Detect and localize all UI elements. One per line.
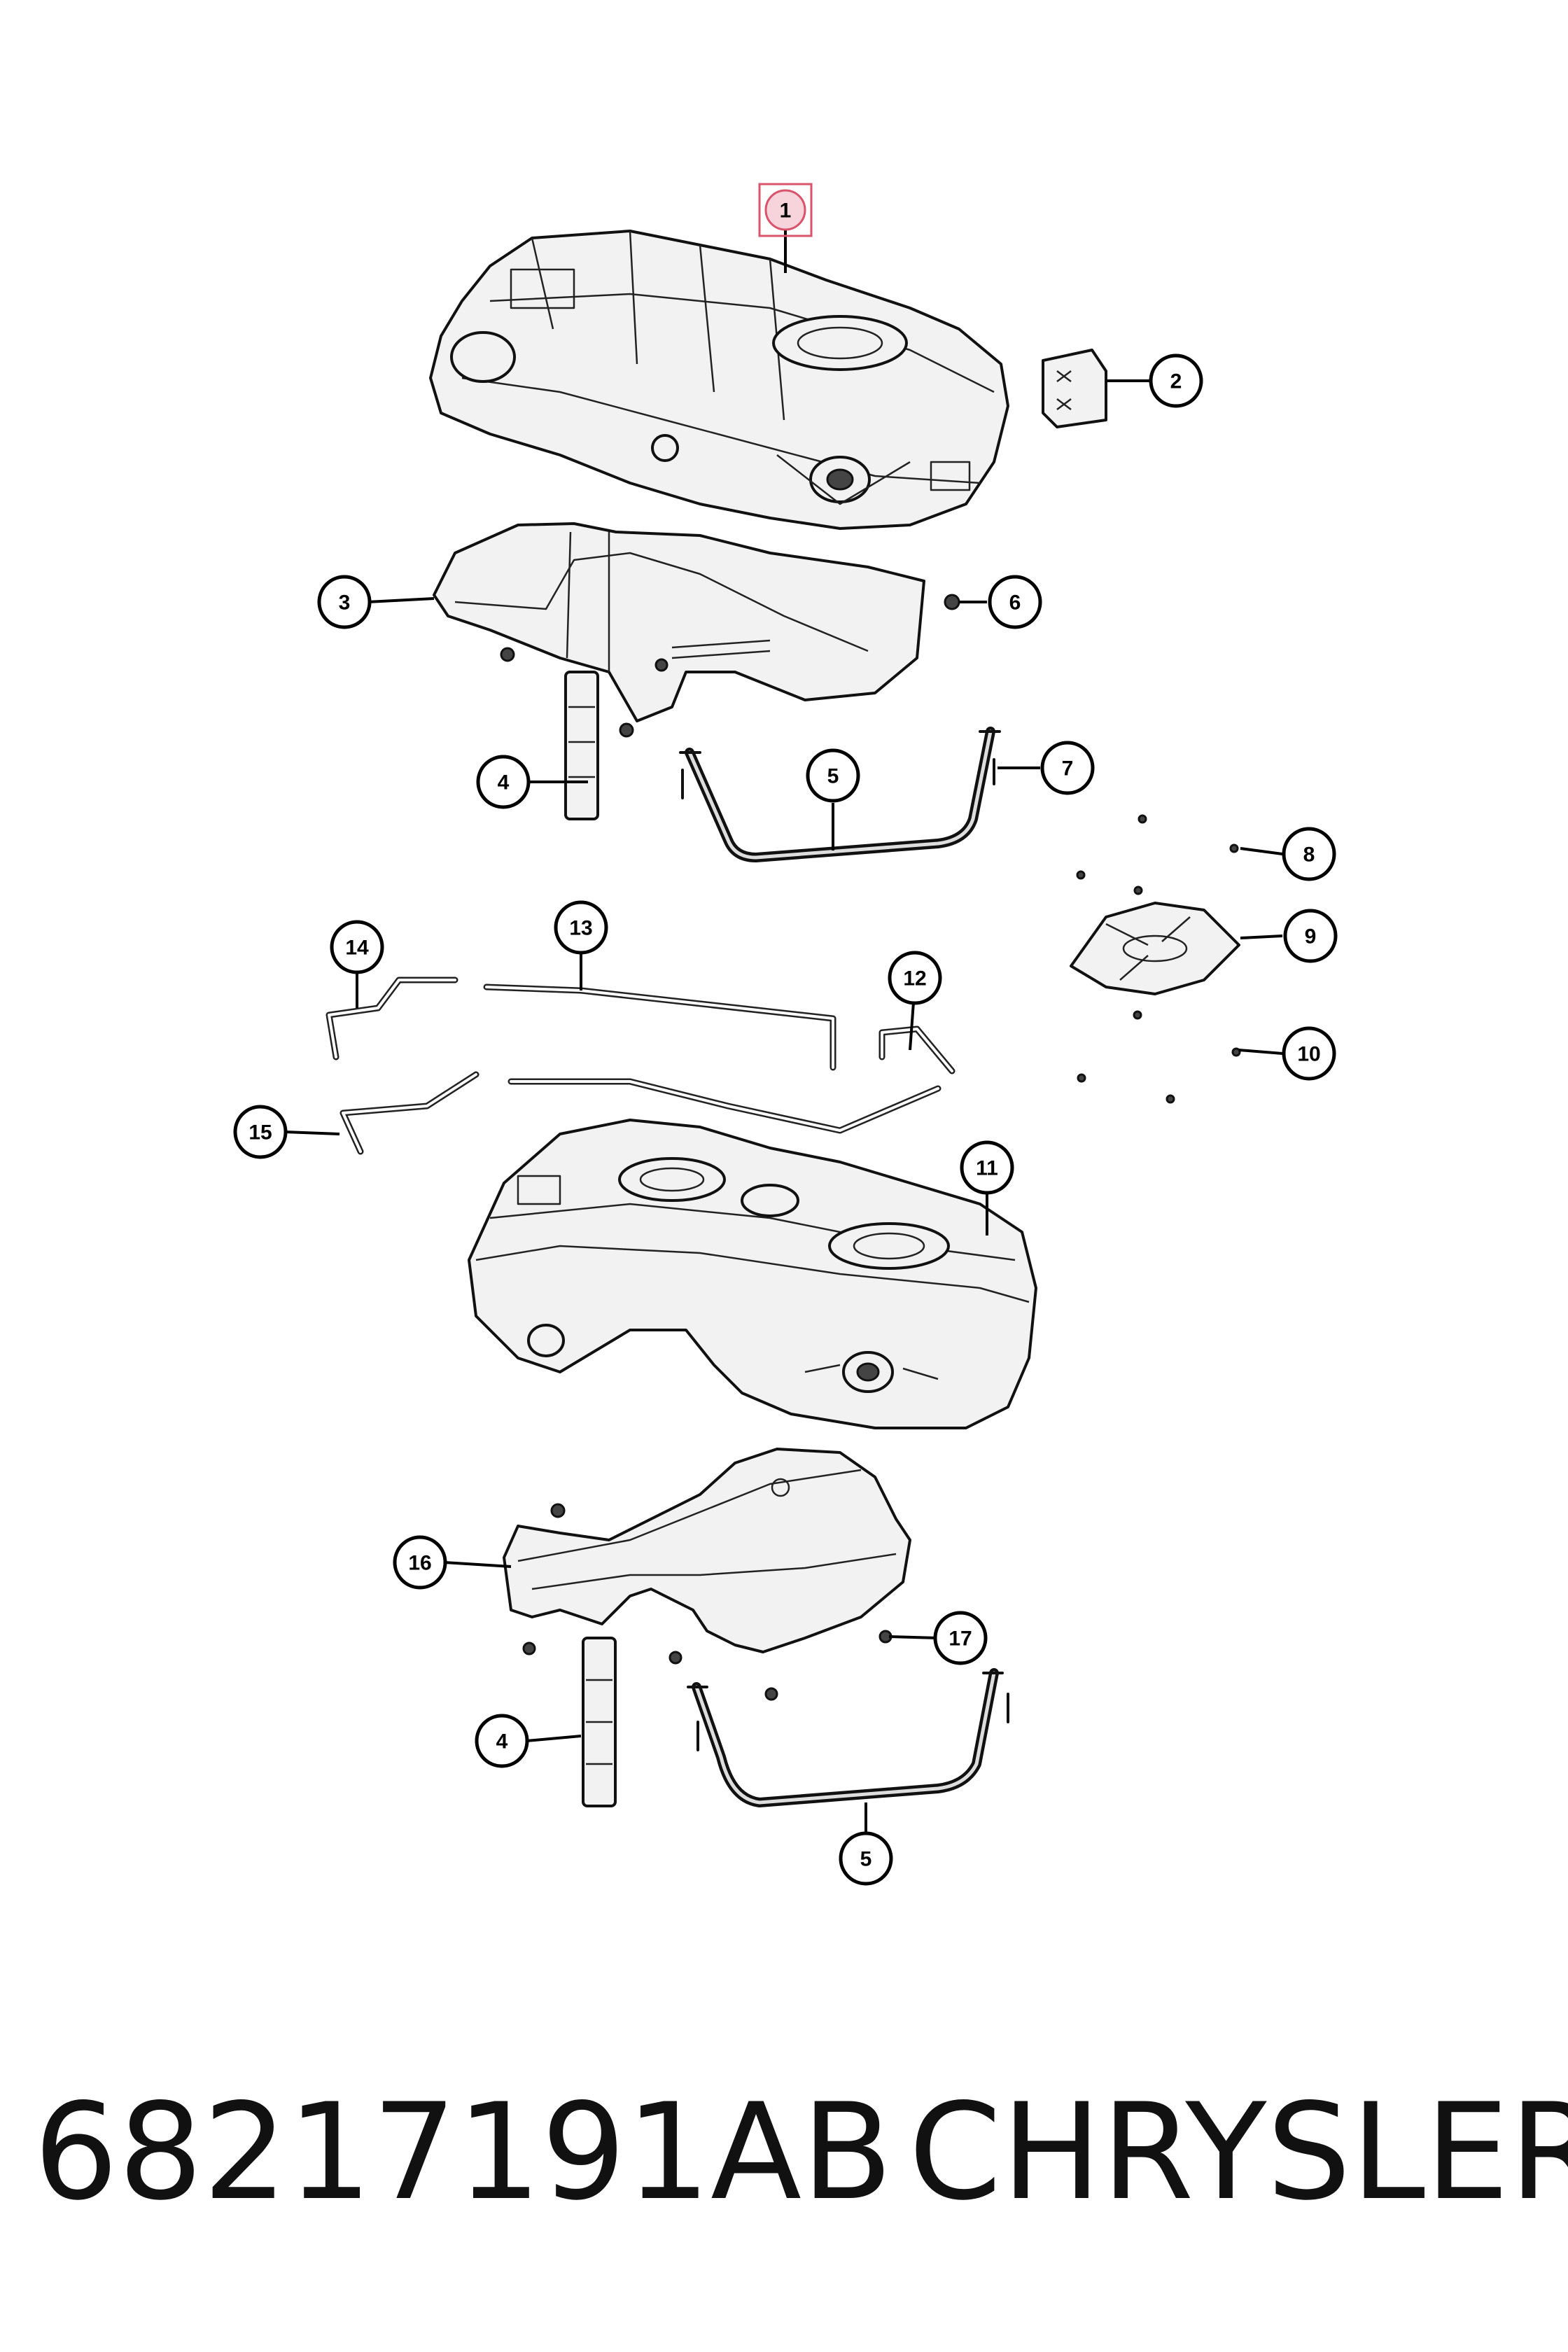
tank-pad-lower <box>582 1637 617 1807</box>
tube-13 <box>483 983 836 1071</box>
callout-label: 10 <box>1297 1043 1320 1066</box>
callout-label: 12 <box>903 967 926 990</box>
heat-shield-lower <box>503 1448 911 1653</box>
fuel-tank-upper <box>429 230 1009 530</box>
leader-lines <box>284 227 1283 1834</box>
callout-11: 11 <box>960 1140 1014 1195</box>
part-number: 68217191AB <box>34 2075 893 2230</box>
callout-9: 9 <box>1283 909 1338 963</box>
callout-5-lower: 5 <box>839 1831 893 1886</box>
callout-8: 8 <box>1282 827 1336 881</box>
callout-12: 12 <box>888 951 942 1005</box>
callout-4-lower: 4 <box>475 1714 529 1768</box>
callout-label: 16 <box>408 1552 431 1575</box>
callout-label: 2 <box>1170 370 1182 393</box>
callout-6: 6 <box>988 575 1042 629</box>
tank-strap-lower <box>687 1668 1009 1807</box>
brand-name: CHRYSLER <box>909 2075 1568 2230</box>
callout-label: 14 <box>345 937 369 960</box>
callout-1: 1 <box>758 183 813 237</box>
callout-17: 17 <box>933 1611 988 1665</box>
heat-shield-upper <box>433 522 925 722</box>
callout-7: 7 <box>1040 741 1095 795</box>
callout-label: 1 <box>780 200 792 223</box>
callout-label: 4 <box>498 771 510 794</box>
tank-pad-upper <box>564 671 599 820</box>
tube-12 <box>878 1026 955 1074</box>
fasteners <box>500 594 1241 1701</box>
callout-5-upper: 5 <box>806 748 860 803</box>
callout-label: 5 <box>827 765 839 788</box>
callout-10: 10 <box>1282 1026 1336 1081</box>
callout-14: 14 <box>330 920 384 974</box>
callout-16: 16 <box>393 1535 447 1590</box>
callout-label: 5 <box>860 1848 872 1871</box>
callout-3: 3 <box>317 575 372 629</box>
callout-2: 2 <box>1149 354 1203 408</box>
tank-strap-upper <box>679 727 1001 862</box>
callout-label: 8 <box>1303 844 1315 867</box>
callout-13: 13 <box>554 900 608 955</box>
callout-label: 4 <box>496 1730 508 1754</box>
callout-label: 9 <box>1305 925 1317 948</box>
fuel-tank-bracket <box>1042 349 1107 428</box>
callouts: 1 2 3 4 5 6 7 8 <box>233 183 1338 1886</box>
callout-15: 15 <box>233 1105 288 1159</box>
access-cover-plate <box>1070 902 1240 995</box>
fuel-tank-lower <box>468 1119 1037 1429</box>
callout-label: 3 <box>339 592 351 615</box>
callout-label: 15 <box>248 1121 272 1144</box>
callout-label: 13 <box>569 917 592 940</box>
callout-label: 17 <box>948 1628 972 1651</box>
tube-15 <box>340 1071 941 1155</box>
callout-4-upper: 4 <box>476 755 531 809</box>
callout-label: 6 <box>1009 592 1021 615</box>
tube-14 <box>326 976 458 1060</box>
callout-label: 11 <box>976 1157 998 1180</box>
callout-label: 7 <box>1062 757 1074 780</box>
